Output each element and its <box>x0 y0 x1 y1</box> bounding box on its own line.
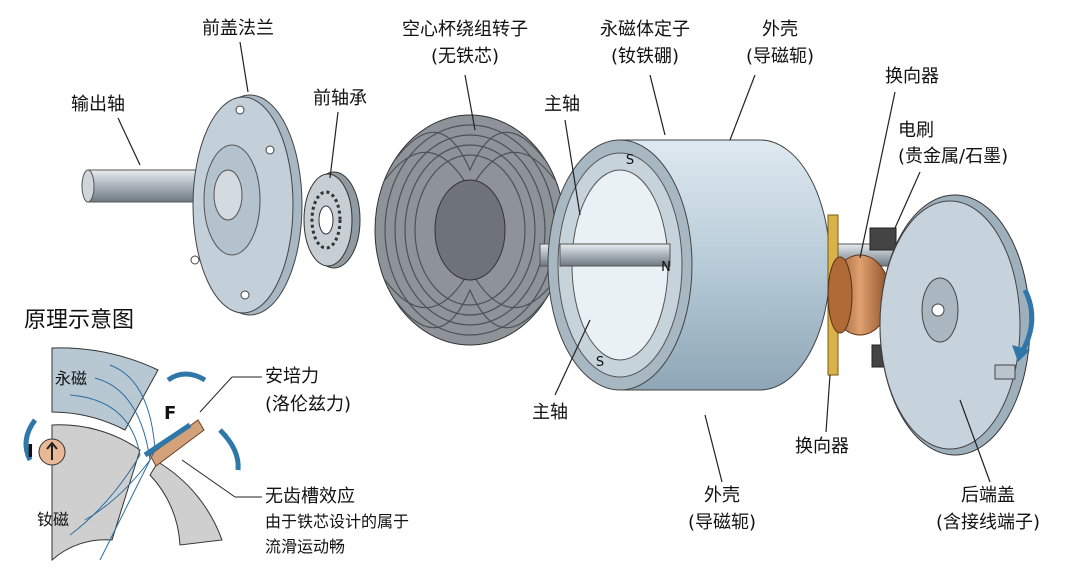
label-ampere-force-line2: (洛伦兹力) <box>265 394 352 415</box>
housing-stator <box>547 139 831 391</box>
label-rotor-line2: (无铁芯) <box>430 46 500 67</box>
label-housing-top-line1: 外壳 <box>761 19 798 40</box>
label-housing-top: 外壳 (导磁轭) <box>746 19 814 68</box>
label-rear-cap-line2: (含接线端子) <box>935 512 1041 533</box>
coreless-cup-rotor <box>374 114 566 346</box>
rotation-arrowhead-icon <box>1012 345 1030 362</box>
label-ndfeb-magnet: 钕磁 <box>37 510 70 529</box>
label-brush: 电刷 (贵金属/石墨) <box>898 120 1008 168</box>
label-brush-line2: (贵金属/石墨) <box>898 146 1009 167</box>
label-ampere-force: 安培力 (洛伦兹力) <box>265 366 351 416</box>
label-housing-bottom: 外壳 (导磁轭) <box>688 485 756 534</box>
magnet-pole-n: N <box>661 260 671 275</box>
label-commutator-top: 换向器 <box>885 66 939 87</box>
label-commutator-bottom: 换向器 <box>795 436 849 457</box>
label-rotor: 空心杯绕组转子 (无铁芯) <box>402 19 528 68</box>
label-main-shaft-top: 主轴 <box>544 94 580 115</box>
label-no-cogging-line2: 流滑运动畅 <box>265 537 346 556</box>
label-rear-cap: 后端盖 (含接线端子) <box>936 485 1040 534</box>
label-output-shaft: 输出轴 <box>71 94 125 115</box>
label-main-shaft-bottom: 主轴 <box>532 402 568 423</box>
label-rear-cap-line1: 后端盖 <box>960 485 1015 506</box>
label-housing-top-line2: (导磁轭) <box>745 46 815 67</box>
commutator <box>827 214 891 376</box>
label-stator-line2: (钕铁硼) <box>610 46 680 67</box>
label-stator: 永磁体定子 (钕铁硼) <box>600 19 690 68</box>
rotation-arrow-icon <box>1019 288 1035 354</box>
principle-title: 原理示意图 <box>24 308 135 333</box>
current-symbol: I <box>27 441 34 462</box>
label-rotor-line1: 空心杯绕组转子 <box>402 19 528 40</box>
label-permanent-magnet: 永磁 <box>55 369 88 388</box>
label-housing-bottom-line2: (导磁轭) <box>687 512 757 533</box>
label-no-cogging-title: 无齿槽效应 <box>265 486 355 507</box>
front-flange <box>190 94 303 316</box>
force-symbol: F <box>164 403 177 424</box>
label-brush-line1: 电刷 <box>898 120 934 141</box>
label-front-bearing: 前轴承 <box>313 88 367 109</box>
magnet-pole-s-top: S <box>625 153 635 168</box>
front-bearing <box>303 171 361 269</box>
principle-schematic <box>23 347 262 562</box>
magnet-pole-s-bottom: S <box>595 355 605 370</box>
label-no-cogging: 无齿槽效应由于铁芯设计的属于流滑运动畅 <box>265 486 409 558</box>
leader-lines <box>117 41 991 483</box>
label-stator-line1: 永磁体定子 <box>600 19 690 40</box>
label-ampere-force-line1: 安培力 <box>265 366 319 387</box>
label-housing-bottom-line1: 外壳 <box>703 485 740 506</box>
rear-end-cap <box>879 194 1031 456</box>
label-no-cogging-line1: 由于铁芯设计的属于 <box>265 512 410 531</box>
label-front-flange: 前盖法兰 <box>202 18 274 39</box>
